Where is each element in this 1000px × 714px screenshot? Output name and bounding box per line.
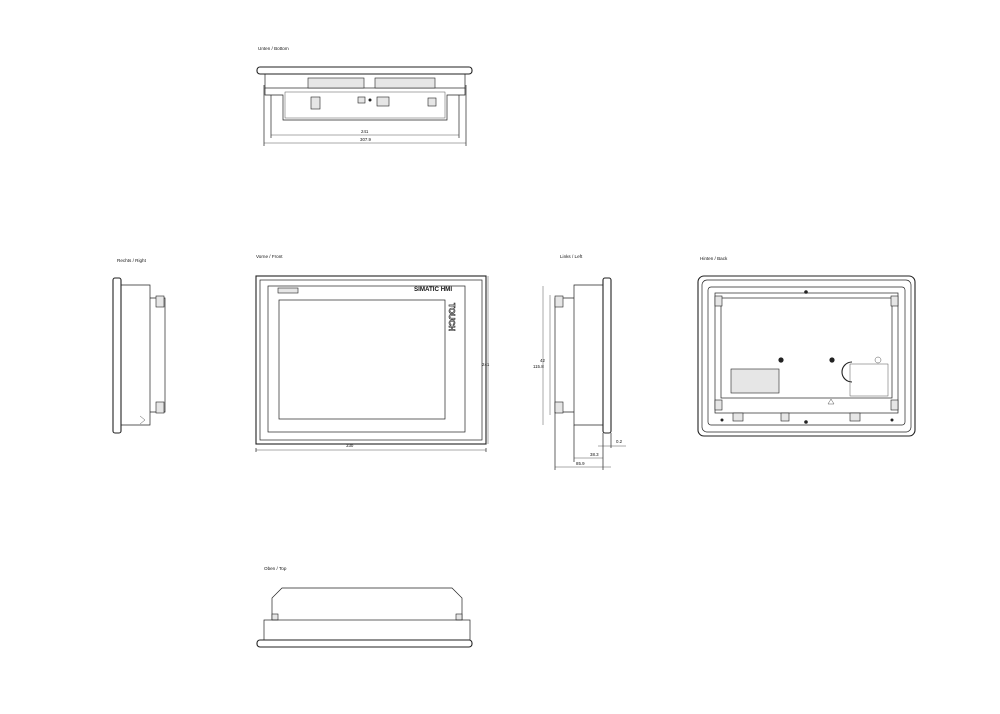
back-inner-cover	[720, 297, 893, 399]
top-bezel	[256, 639, 473, 648]
back-panel	[714, 292, 899, 414]
right-detail-bottom	[139, 415, 146, 425]
left-bezel	[602, 277, 612, 434]
back-screw-right	[829, 357, 835, 363]
back-outer-frame	[697, 275, 916, 437]
bottom-interface-panel	[284, 91, 446, 119]
back-warning-icon	[827, 398, 835, 405]
bottom-dim-inner-value: 241	[361, 129, 369, 134]
front-display[interactable]	[278, 299, 446, 420]
right-rear-housing	[150, 297, 166, 413]
left-dim-42-value: 42	[540, 358, 545, 363]
right-view: Rechts / Right	[112, 258, 166, 434]
top-view-label: Oben / Top	[264, 566, 287, 571]
bottom-dim-outer-value: 307.9	[360, 137, 372, 142]
bottom-view: Unten / Bottom 241 307.9	[256, 46, 473, 146]
back-top-screw	[804, 290, 808, 294]
left-view: Links / Left 42 115.8 0.2 38.3 85.9	[533, 254, 626, 470]
bottom-connector-serial	[427, 97, 437, 107]
back-connector-usb	[780, 412, 790, 422]
top-clip-right	[455, 613, 463, 621]
top-rear-housing	[271, 587, 463, 620]
front-view: Vorne / Front SIMATIC HMI TOUCH 330 241	[255, 254, 490, 452]
left-rear-housing	[554, 297, 574, 413]
back-interface-cover	[849, 363, 889, 397]
front-dim-width-value: 330	[346, 443, 354, 448]
back-view: Hinten / Back	[697, 256, 916, 437]
back-clip-bottom-right	[890, 399, 899, 411]
bottom-view-label: Unten / Bottom	[258, 46, 289, 51]
back-clip-bottom-left	[714, 399, 723, 411]
left-clip-top	[554, 295, 564, 308]
back-view-label: Hinten / Back	[700, 256, 728, 261]
bottom-tab-right	[374, 77, 436, 89]
back-bottom-screw	[804, 420, 808, 424]
back-housing	[707, 286, 906, 426]
top-body	[263, 619, 471, 641]
back-clip-top-right	[890, 295, 899, 307]
left-dim-115-value: 115.8	[533, 364, 544, 369]
left-dim-02-value: 0.2	[616, 439, 623, 444]
bottom-tab-left	[307, 77, 365, 89]
top-view: Oben / Top	[256, 566, 473, 648]
bottom-connector-power	[310, 96, 321, 110]
back-ground-terminal	[874, 356, 882, 364]
back-bezel-edge	[701, 279, 912, 433]
front-bezel-edge	[259, 279, 483, 441]
bottom-body-lower	[264, 88, 466, 121]
back-mount-dot-left	[720, 418, 724, 422]
left-dim-859-value: 85.9	[576, 461, 585, 466]
right-clip-bottom	[155, 401, 165, 414]
top-clip-left	[271, 613, 279, 621]
back-clip-top-left	[714, 295, 723, 307]
right-view-label: Rechts / Right	[117, 258, 147, 263]
right-clip-top	[155, 295, 165, 308]
back-mount-dot-right	[890, 418, 894, 422]
bottom-connector-usb	[357, 96, 366, 104]
left-body	[573, 284, 603, 426]
front-brand-text: SIMATIC HMI	[414, 286, 452, 293]
front-panel	[267, 285, 466, 433]
front-outer-frame	[255, 275, 487, 445]
back-cable-loop	[841, 361, 853, 383]
right-bezel	[112, 277, 122, 434]
bottom-body-upper	[264, 73, 466, 89]
bottom-connector-ethernet	[376, 96, 390, 107]
left-view-label: Links / Left	[560, 254, 583, 259]
left-dim-383-value: 38.3	[590, 452, 599, 457]
front-view-label: Vorne / Front	[256, 254, 283, 259]
front-dim-height-value: 241	[482, 362, 490, 367]
left-clip-bottom	[554, 401, 564, 414]
bottom-bezel	[256, 66, 473, 75]
bottom-ground-screw	[368, 98, 372, 102]
right-body	[121, 284, 151, 426]
front-touch-text: TOUCH	[447, 303, 456, 332]
back-screw-left	[778, 357, 784, 363]
back-type-label	[730, 368, 780, 394]
front-logo-plate	[277, 287, 299, 294]
back-connector-serial	[849, 412, 861, 422]
back-connector-power	[732, 412, 744, 422]
